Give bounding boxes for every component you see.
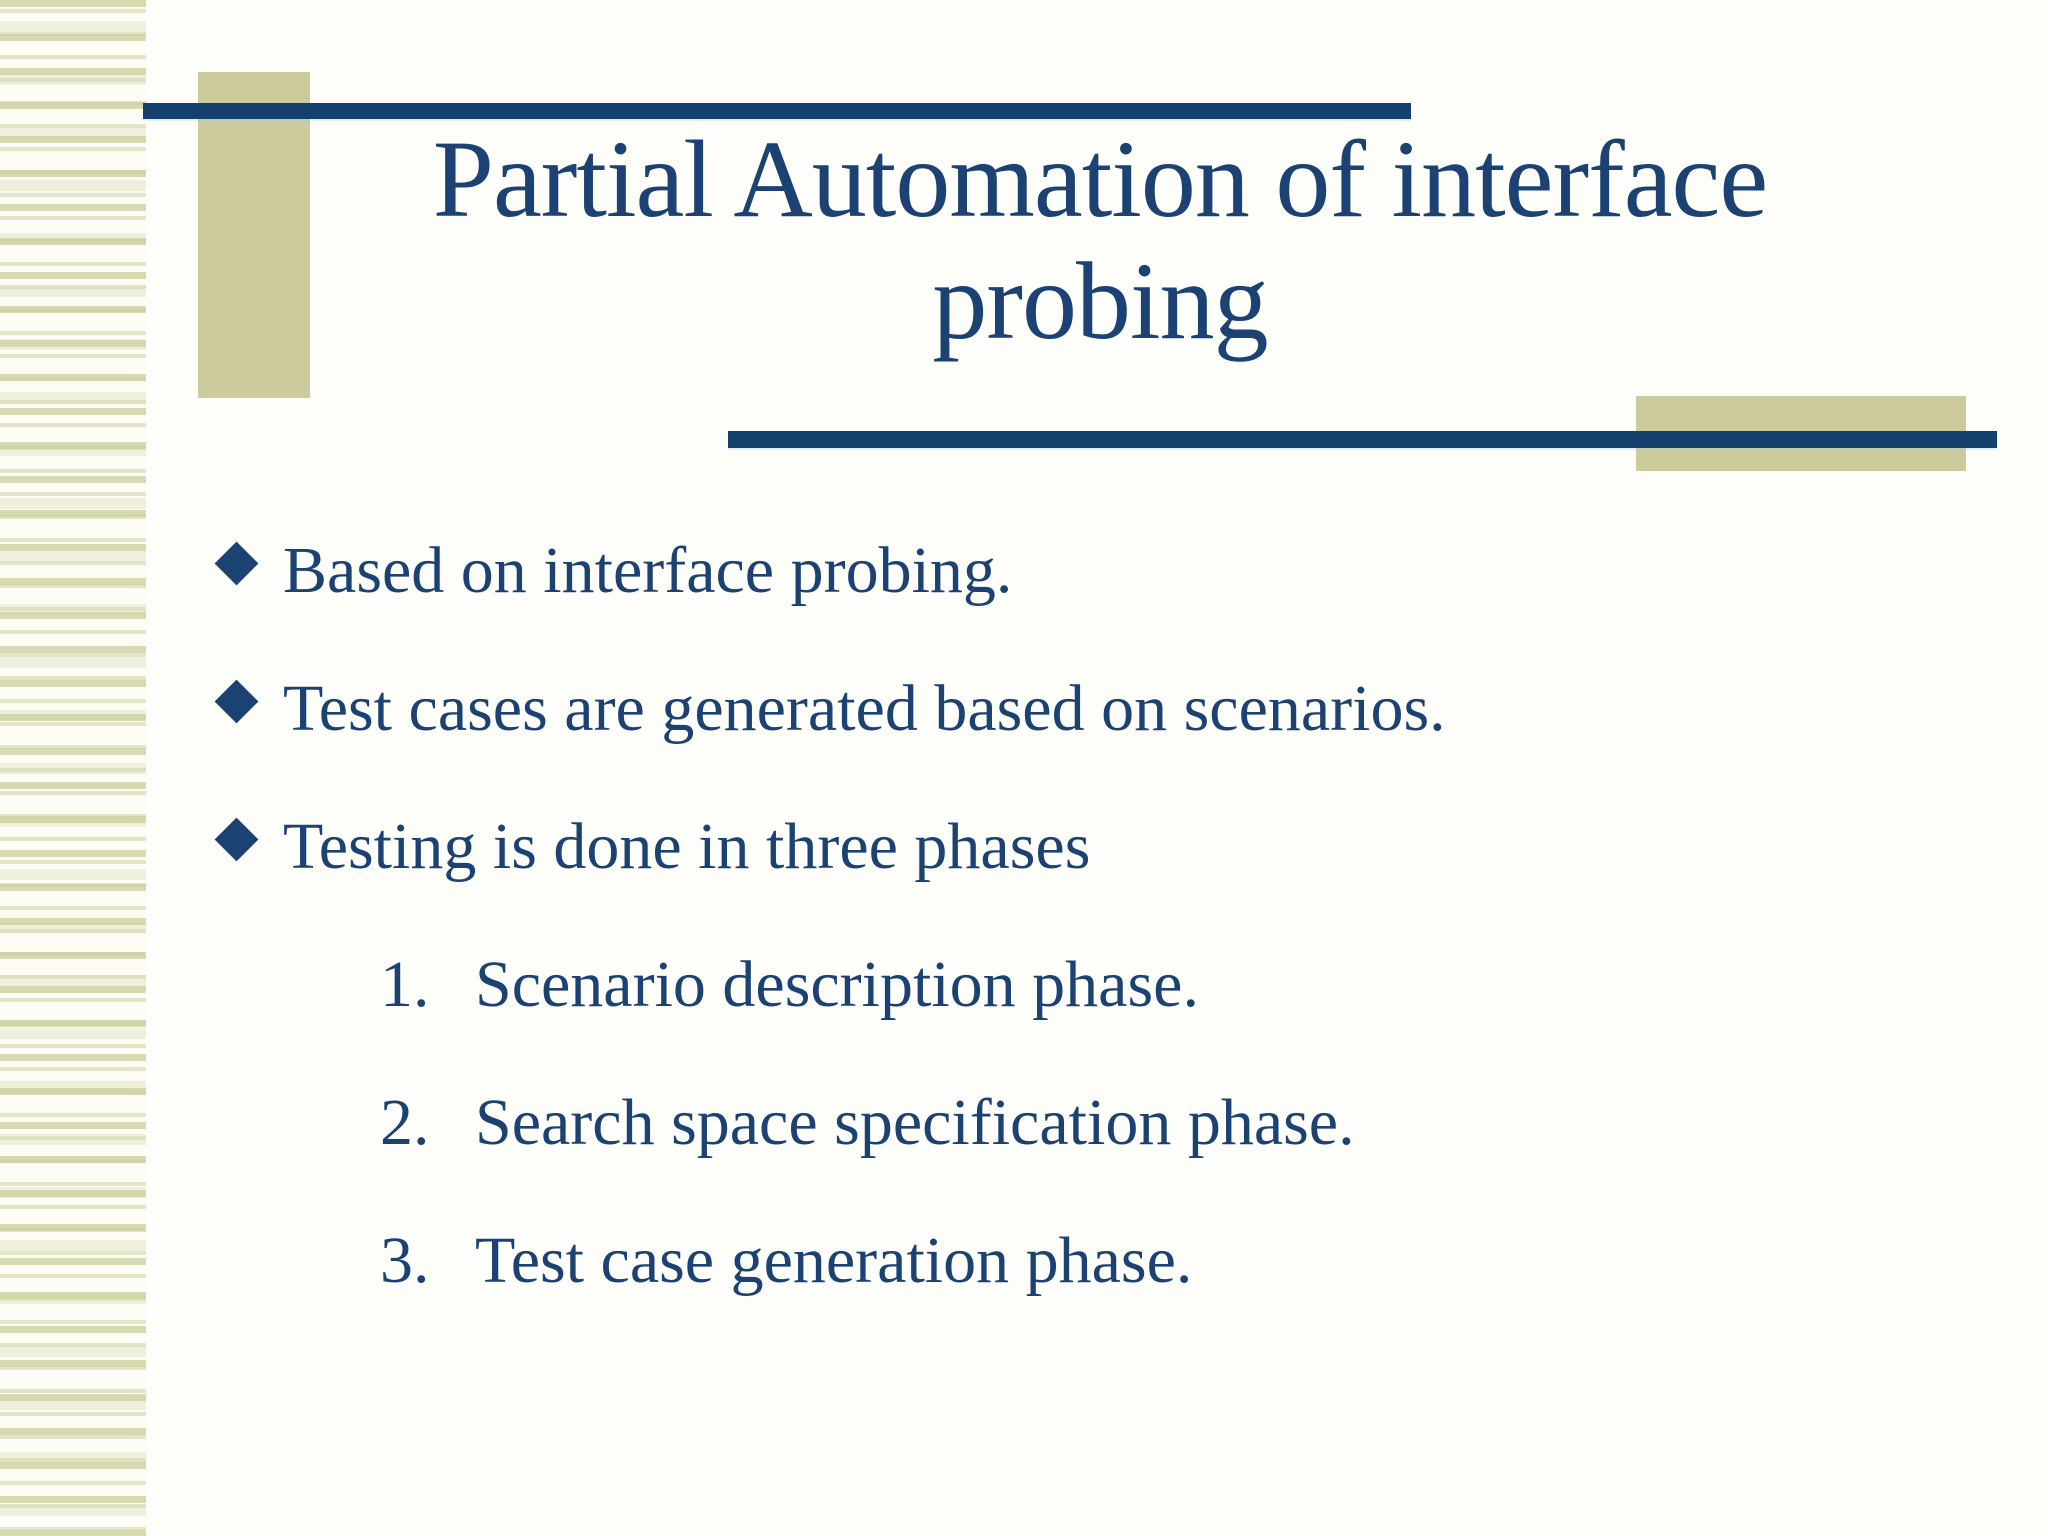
slide-title: Partial Automation of interface probing xyxy=(150,118,2048,362)
bullet-item: Test cases are generated based on scenar… xyxy=(214,653,1975,765)
title-bottom-rule xyxy=(728,431,1997,448)
numbered-item: 3. Test case generation phase. xyxy=(215,1205,1975,1317)
left-stripe-decoration xyxy=(0,0,146,1536)
numbered-item-text: Scenario description phase. xyxy=(475,948,1199,1021)
diamond-bullet-icon xyxy=(214,679,259,724)
item-number: 1. xyxy=(380,948,430,1021)
item-number: 2. xyxy=(380,1086,430,1159)
numbered-item-text: Test case generation phase. xyxy=(475,1224,1193,1297)
bullet-text: Testing is done in three phases xyxy=(283,810,1091,883)
numbered-item: 2. Search space specification phase. xyxy=(215,1067,1975,1179)
slide-title-line1: Partial Automation of interface xyxy=(432,118,1768,240)
numbered-item-text: Search space specification phase. xyxy=(475,1086,1355,1159)
diamond-bullet-icon xyxy=(214,817,259,862)
bullet-item: Testing is done in three phases xyxy=(214,791,1975,903)
slide-body: Based on interface probing. Test cases a… xyxy=(214,515,1975,1343)
numbered-item: 1. Scenario description phase. xyxy=(215,929,1975,1041)
khaki-accent-block-top-left xyxy=(198,72,310,398)
bullet-item: Based on interface probing. xyxy=(214,515,1975,627)
diamond-bullet-icon xyxy=(214,541,259,586)
title-top-rule xyxy=(143,103,1411,119)
bullet-text: Based on interface probing. xyxy=(283,534,1013,607)
slide-title-line2: probing xyxy=(932,240,1268,362)
item-number: 3. xyxy=(380,1224,430,1297)
bullet-text: Test cases are generated based on scenar… xyxy=(283,672,1446,745)
